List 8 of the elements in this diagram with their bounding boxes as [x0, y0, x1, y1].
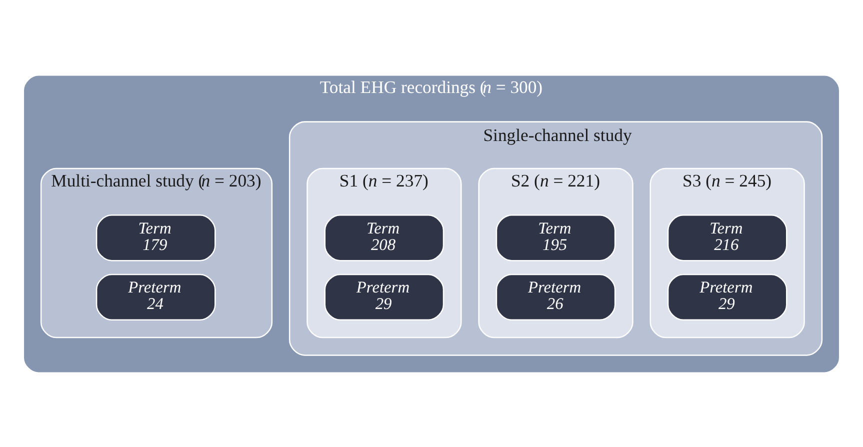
- node-box: Term 195: [496, 214, 616, 261]
- node-box: Preterm 29: [324, 273, 444, 320]
- node-box: Preterm 24: [96, 273, 216, 320]
- node-box: Term 208: [324, 214, 444, 261]
- node-box: Preterm 29: [667, 273, 788, 320]
- node-box: Term 216: [667, 214, 788, 261]
- node-box: Term 179: [96, 214, 216, 261]
- node-box: Preterm 26: [496, 273, 616, 320]
